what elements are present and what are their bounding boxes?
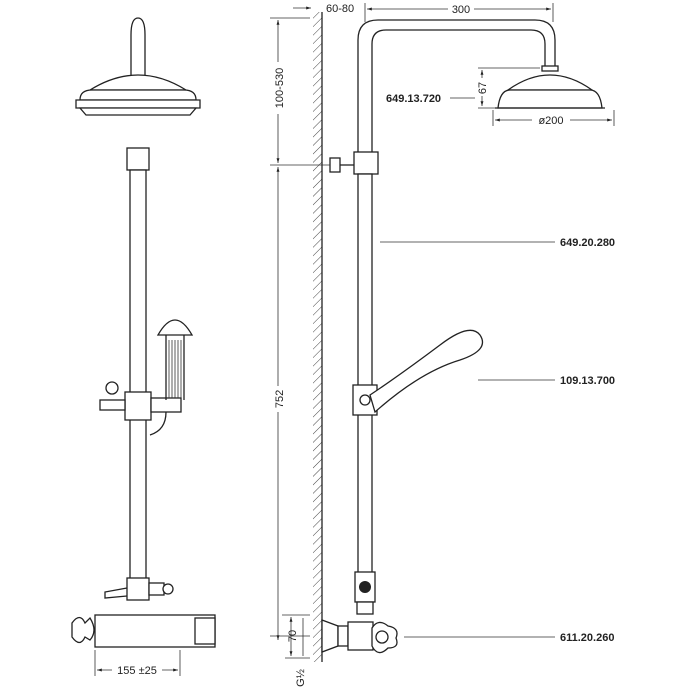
front-top-rod xyxy=(130,17,146,100)
side-riser-pipe xyxy=(357,173,373,575)
front-thermostatic-mixer xyxy=(71,614,216,648)
wall-offset-label: 60-80 xyxy=(326,3,354,15)
dimension-head-diameter: ø200 xyxy=(492,110,615,127)
head-height-label: 67 xyxy=(477,82,489,94)
side-shower-head xyxy=(495,65,605,109)
inlet-spacing-label: 155 ±25 xyxy=(117,665,157,677)
arm-length-label: 300 xyxy=(452,4,470,16)
dimension-inlet-height: 70 G½ xyxy=(270,614,310,687)
front-diverter-valve xyxy=(104,577,174,601)
total-height-label: 752 xyxy=(274,390,286,408)
front-riser-pipe xyxy=(129,169,147,581)
hand-shower-part-number: 109.13.700 xyxy=(560,375,615,387)
front-hand-shower-holder xyxy=(99,319,194,436)
side-hand-shower xyxy=(352,329,484,416)
side-wall-bracket xyxy=(329,157,341,173)
dimension-total-height: 752 xyxy=(271,167,286,640)
riser-pipe-part-number: 649.20.280 xyxy=(560,237,615,249)
dimension-head-height: 67 xyxy=(476,67,540,109)
callout-shower-head: 649.13.720 xyxy=(386,93,475,105)
dimension-height-range: 100-530 xyxy=(270,17,330,166)
height-range-label: 100-530 xyxy=(274,68,286,108)
head-diameter-label: ø200 xyxy=(538,115,563,127)
inlet-height-label: 70 xyxy=(287,630,299,642)
thread-label: G½ xyxy=(295,669,307,687)
callout-hand-shower: 109.13.700 xyxy=(478,375,615,387)
dimension-arm-length: 300 xyxy=(364,2,554,22)
side-mixer xyxy=(321,619,398,654)
side-diverter xyxy=(354,571,376,615)
callout-riser-pipe: 649.20.280 xyxy=(380,237,615,249)
side-arm-inner xyxy=(371,29,546,152)
front-shower-head xyxy=(75,74,201,116)
front-view: 155 ±25 xyxy=(71,17,216,677)
side-view: 60-80 300 100-530 752 70 xyxy=(270,2,615,687)
shower-head-part-number: 649.13.720 xyxy=(386,93,441,105)
side-coupling xyxy=(353,151,379,175)
front-coupling xyxy=(126,147,150,171)
side-arm-outer xyxy=(357,19,556,152)
wall-hatch xyxy=(313,12,322,662)
dimension-wall-offset: 60-80 xyxy=(293,3,354,15)
dimension-inlet-spacing: 155 ±25 xyxy=(94,650,181,677)
mixer-part-number: 611.20.260 xyxy=(560,632,614,644)
callout-mixer: 611.20.260 xyxy=(404,632,614,644)
